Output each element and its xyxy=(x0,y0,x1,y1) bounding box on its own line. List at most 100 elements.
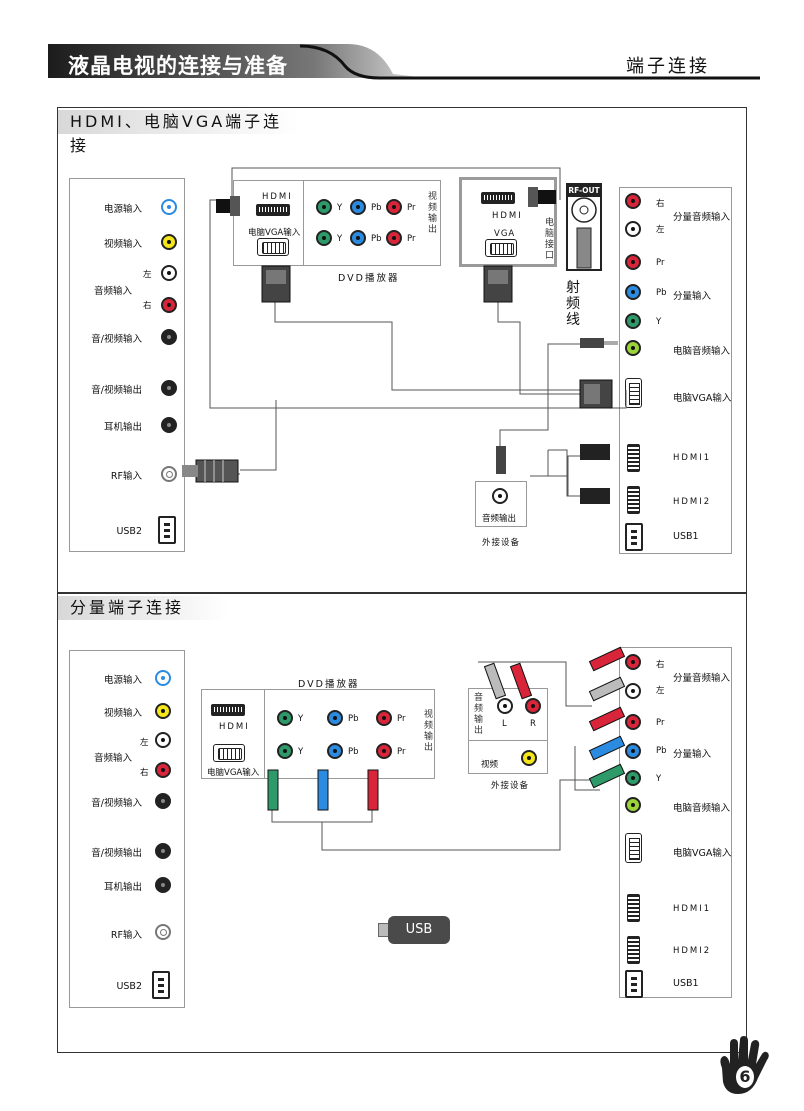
hand-badge-icon xyxy=(720,1036,769,1094)
s2-rf-in-jack xyxy=(155,924,171,940)
s1-video-jack xyxy=(161,234,177,250)
s2-left-label: 音频输入 xyxy=(93,753,132,764)
s1-pc-vga-label: VGA xyxy=(494,229,516,239)
s1-left-label: 左 xyxy=(143,270,152,280)
s2-right-label: Pr xyxy=(656,718,665,728)
s1-right-label: 分量输入 xyxy=(673,291,712,302)
s2-video-jack xyxy=(155,703,171,719)
s1-audio-r-jack xyxy=(161,297,177,313)
s1-dvd-pr2-jack xyxy=(386,230,402,246)
s1-dvd-y2-label: Y xyxy=(337,234,343,244)
s2-left-label: 耳机输出 xyxy=(103,882,142,893)
s1-usb2-port-icon xyxy=(158,516,176,544)
s2-right-label: 电脑VGA输入 xyxy=(673,848,732,859)
s1-left-label: 音/视频输入 xyxy=(91,334,142,345)
s2-external-caption: 外接设备 xyxy=(491,781,530,791)
s2-left-label: 音/视频输出 xyxy=(91,848,142,859)
s2-comp-pb-jack xyxy=(625,743,641,759)
s2-external-r-label: R xyxy=(530,719,536,729)
s1-comp-pr-jack xyxy=(625,254,641,270)
s2-audio-r-jack xyxy=(155,762,171,778)
s1-dvd-pr1-label: Pr xyxy=(407,203,416,213)
s2-dvd-vga-label: 电脑VGA输入 xyxy=(207,768,260,778)
s1-left-label: 右 xyxy=(143,301,152,311)
s2-dvd-vga-port-icon xyxy=(213,744,245,762)
s1-rf-cable-label: 射频线 xyxy=(566,280,580,328)
header-right-label: 端子连接 xyxy=(626,56,710,77)
s2-tv-hdmi1-port-icon xyxy=(627,894,640,922)
s1-external-caption: 外接设备 xyxy=(482,538,521,548)
s2-external-l-label: L xyxy=(502,719,507,729)
s2-comp-audio-r-jack xyxy=(625,654,641,670)
section-divider xyxy=(57,592,747,594)
s2-usb1-port-icon xyxy=(625,970,643,998)
s2-right-label: USB1 xyxy=(673,978,699,989)
s1-left-label: USB2 xyxy=(116,526,142,537)
page-title: 液晶电视的连接与准备 xyxy=(68,54,288,78)
s2-dvd-divider xyxy=(264,689,265,779)
s1-comp-y-jack xyxy=(625,313,641,329)
s2-external-r-jack xyxy=(525,698,541,714)
s2-comp-audio-l-jack xyxy=(625,683,641,699)
s1-right-label: Y xyxy=(656,317,662,327)
s1-dvd-y2-jack xyxy=(316,230,332,246)
s2-right-label: 电脑音频输入 xyxy=(673,803,731,814)
s1-right-label: 电脑音频输入 xyxy=(673,346,731,357)
s1-right-label: 左 xyxy=(656,225,665,235)
s1-tv-hdmi2-port-icon xyxy=(627,486,640,514)
s2-dvd-hdmi-port-icon xyxy=(211,704,245,716)
s1-right-label: 分量音频输入 xyxy=(673,212,731,223)
s2-right-label: Pb xyxy=(656,746,667,756)
s1-left-label: 耳机输出 xyxy=(103,422,142,433)
s2-comp-pr-jack xyxy=(625,714,641,730)
s1-pc-side-label: 电脑接口 xyxy=(545,218,555,261)
s1-left-label: RF输入 xyxy=(110,471,142,482)
s2-dvd-pb1-label: Pb xyxy=(348,714,359,724)
s2-left-label: USB2 xyxy=(116,981,142,992)
s2-left-label: RF输入 xyxy=(110,930,142,941)
s1-comp-pb-jack xyxy=(625,284,641,300)
s1-pc-audio-jack xyxy=(625,340,641,356)
s2-right-label: Y xyxy=(656,774,662,784)
s2-right-label: HDMI2 xyxy=(673,946,712,956)
s1-right-label: HDMI2 xyxy=(673,497,712,507)
page-number: 6 xyxy=(736,1066,754,1088)
header-banner xyxy=(48,44,428,78)
s1-left-label: 音/视频输出 xyxy=(91,385,142,396)
s1-right-label: 电脑VGA输入 xyxy=(673,393,732,404)
s1-pc-vga-port-icon xyxy=(485,239,517,257)
s1-external-audio-jack xyxy=(492,488,508,504)
s2-external-divider xyxy=(468,740,548,741)
s2-dvd-pr2-jack xyxy=(376,743,392,759)
s1-left-label: 电源输入 xyxy=(103,204,142,215)
s2-right-label: 分量输入 xyxy=(673,749,712,760)
s1-rf-out-box: RF-OUT xyxy=(566,183,602,271)
s1-usb1-port-icon xyxy=(625,523,643,551)
section1-title: HDMI、电脑VGA端子连接 xyxy=(58,110,298,155)
s1-power-jack xyxy=(161,199,177,215)
s2-left-label: 视频输入 xyxy=(103,708,142,719)
s1-dvd-pb2-label: Pb xyxy=(371,234,382,244)
s2-dvd-pb2-label: Pb xyxy=(348,747,359,757)
usb-stick-icon: USB xyxy=(378,916,450,944)
s1-rf-in-jack xyxy=(161,466,177,482)
s2-dvd-pb2-jack xyxy=(327,743,343,759)
s2-audio-l-jack xyxy=(155,732,171,748)
s1-headphone-jack xyxy=(161,417,177,433)
s2-dvd-video-out-label: 视频输出 xyxy=(424,710,434,753)
s1-dvd-video-out-label: 视频输出 xyxy=(428,192,438,235)
s1-audio-l-jack xyxy=(161,265,177,281)
s2-av-in-jack xyxy=(155,793,171,809)
s1-dvd-pr2-label: Pr xyxy=(407,234,416,244)
s2-external-audio-out-label: 音频输出 xyxy=(474,693,484,736)
s1-right-label: USB1 xyxy=(673,531,699,542)
s1-left-label: 视频输入 xyxy=(103,239,142,250)
s2-right-label: HDMI1 xyxy=(673,904,712,914)
s2-dvd-y2-jack xyxy=(277,743,293,759)
s2-right-label: 左 xyxy=(656,686,665,696)
s1-dvd-y1-jack xyxy=(316,199,332,215)
s1-right-label: Pb xyxy=(656,288,667,298)
s2-comp-y-jack xyxy=(625,770,641,786)
s1-dvd-hdmi-label: HDMI xyxy=(262,192,293,202)
s1-right-label: Pr xyxy=(656,258,665,268)
